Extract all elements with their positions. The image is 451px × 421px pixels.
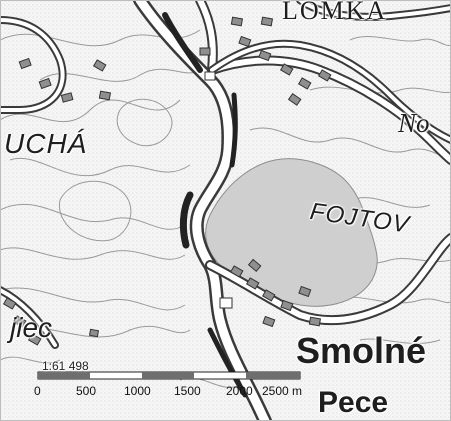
scale-bar [37, 371, 301, 380]
scale-tick: 2000 [226, 384, 253, 398]
town-label-smolne: Smolné [296, 330, 427, 371]
scale-tick: 0 [34, 384, 41, 398]
place-label-ucha: UCHÁ [4, 128, 88, 159]
place-label-lomka: LOMKA [282, 0, 388, 25]
place-label-jiec: jiec [10, 312, 53, 343]
buildings [2, 16, 332, 346]
scale-tick: 500 [76, 384, 97, 398]
place-label-no: No [398, 108, 430, 138]
scale-tick: 1000 [124, 384, 151, 398]
scale-tick: 2500 m [262, 384, 303, 398]
scale-ratio: 1:61 498 [42, 359, 89, 373]
town-label-second: Pece [318, 386, 389, 419]
scale-tick: 1500 [174, 384, 201, 398]
river [162, 12, 248, 398]
